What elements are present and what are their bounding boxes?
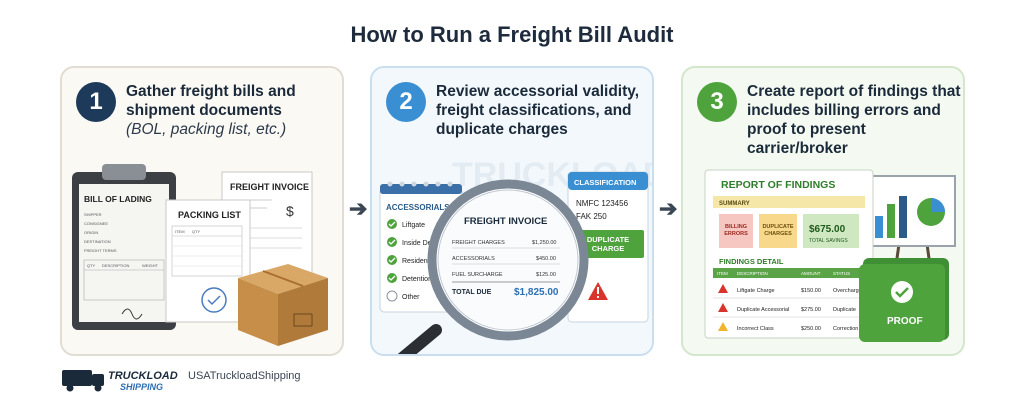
- warning-icon: [588, 282, 608, 300]
- finding-amount: $150.00: [801, 288, 821, 294]
- bol-field: SHIPPER: [84, 212, 102, 217]
- classification-card: CLASSIFICATION NMFC 123456 FAK 250 DUPLI…: [567, 171, 649, 323]
- findings-col: DESCRIPTION: [737, 271, 768, 276]
- check-icon: [387, 219, 397, 229]
- logo-text: TRUCKLOAD: [108, 370, 178, 382]
- total-due-amount: $1,825.00: [514, 287, 559, 298]
- finding-amount: $275.00: [801, 307, 821, 313]
- findings-col: AMOUNT: [801, 271, 821, 276]
- check-icon: [895, 287, 909, 298]
- step-2-card: 2 Review accessorial validity, freight c…: [370, 66, 654, 356]
- step-1-card: 1 Gather freight bills and shipment docu…: [60, 66, 344, 356]
- step-3-card: 3 Create report of findings that include…: [681, 66, 965, 356]
- packing-title: PACKING LIST: [178, 210, 241, 220]
- step-1-number: 1: [76, 82, 116, 122]
- total-savings-label: TOTAL SAVINGS: [809, 238, 848, 244]
- summary-label: SUMMARY: [719, 201, 750, 207]
- step-1-title: Gather freight bills and shipment docume…: [126, 83, 296, 119]
- proof-label: PROOF: [887, 316, 923, 327]
- billing-errors-box: BILLING ERRORS: [724, 224, 748, 237]
- finding-description: Incorrect Class: [737, 326, 774, 332]
- accessorial-item: Liftgate: [402, 222, 425, 229]
- stamp-icon: [201, 287, 227, 313]
- packing-list-doc: PACKING LIST ITEM QTY: [165, 199, 251, 323]
- step-3-text: Create report of findings that includes …: [747, 83, 961, 157]
- magnifying-glass-icon: [397, 179, 589, 354]
- finding-row: Incorrect Class $250.00 Correction: [718, 322, 858, 332]
- bol-field: DESTINATION: [84, 239, 111, 244]
- packing-col: QTY: [192, 229, 201, 234]
- invoice-line-label: FUEL SURCHARGE: [452, 272, 503, 278]
- finding-status: Overcharge: [833, 288, 862, 294]
- footer-site: USATruckloadShipping: [188, 370, 301, 382]
- arrow-right-icon: ➔: [659, 196, 678, 221]
- truckload-logo: TRUCKLOAD SHIPPING: [62, 370, 178, 392]
- proof-folder-icon: PROOF: [859, 258, 949, 342]
- bol-field: CONSIGNEE: [84, 221, 108, 226]
- signature-icon: [121, 308, 143, 320]
- step-1-subtext: (BOL, packing list, etc.): [126, 121, 287, 138]
- accessorial-item: Inside Delivery: [402, 240, 448, 247]
- accessorial-item: Other: [402, 294, 420, 301]
- cardboard-box-icon: [238, 264, 328, 346]
- finding-description: Duplicate Accessorial: [737, 307, 789, 313]
- report-illustration: REPORT OF FINDINGS SUMMARY BILLING ERROR…: [704, 169, 956, 342]
- finding-description: Liftgate Charge: [737, 288, 775, 294]
- report-of-findings-doc: REPORT OF FINDINGS SUMMARY BILLING ERROR…: [704, 169, 874, 339]
- step-3-number: 3: [697, 82, 737, 122]
- warning-icon: [718, 284, 728, 293]
- invoice-line-amount: $450.00: [536, 256, 556, 262]
- findings-col: ITEM: [717, 271, 728, 276]
- page-title: How to Run a Freight Bill Audit: [350, 22, 674, 47]
- warning-icon: [718, 322, 728, 331]
- bol-col: DESCRIPTION: [102, 263, 129, 268]
- invoice-line-label: FREIGHT CHARGES: [452, 240, 505, 246]
- bol-col: WEIGHT: [142, 263, 159, 268]
- finding-amount: $250.00: [801, 326, 821, 332]
- accessorial-item: Residential: [402, 258, 437, 265]
- report-title: REPORT OF FINDINGS: [721, 179, 835, 191]
- duplicate-charges-box: DUPLICATE CHARGES: [762, 224, 794, 237]
- invoice-title: FREIGHT INVOICE: [464, 216, 547, 227]
- unchecked-icon: [386, 290, 398, 302]
- finding-row: Duplicate Accessorial $275.00 Duplicate: [713, 303, 865, 318]
- documents-illustration: FREIGHT INVOICE $ BILL OF LADING SHIPPER…: [72, 164, 328, 346]
- bol-title: BILL OF LADING: [84, 194, 152, 204]
- accessorial-item: Detention: [402, 276, 432, 283]
- classification-title: CLASSIFICATION: [574, 178, 636, 187]
- clipboard-icon: BILL OF LADING SHIPPER CONSIGNEE ORIGIN …: [72, 164, 176, 330]
- finding-status: Duplicate: [833, 307, 856, 313]
- invoice-line-amount: $1,250.00: [532, 240, 556, 246]
- classification-line: FAK 250: [576, 212, 607, 221]
- packing-col: ITEM: [175, 229, 185, 234]
- bol-field: ORIGIN: [84, 230, 98, 235]
- check-icon: [387, 237, 397, 247]
- step-1-text: Gather freight bills and shipment docume…: [126, 82, 340, 139]
- classification-line: NMFC 123456: [576, 199, 629, 208]
- warning-icon: [718, 303, 728, 312]
- findings-col: STATUS: [833, 271, 850, 276]
- finding-status: Correction: [833, 326, 858, 332]
- freight-invoice-zoomed: FREIGHT INVOICE FREIGHT CHARGES $1,250.0…: [452, 216, 560, 298]
- findings-title: FINDINGS DETAIL: [719, 257, 784, 266]
- bol-field: FREIGHT TERMS: [84, 248, 117, 253]
- invoice-line-label: ACCESSORIALS: [452, 256, 495, 262]
- duplicate-charge-label: DUPLICATE CHARGE: [586, 235, 630, 253]
- step-2-text: Review accessorial validity, freight cla…: [436, 83, 640, 138]
- invoice-title: FREIGHT INVOICE: [230, 182, 309, 192]
- total-savings-amount: $675.00: [809, 224, 846, 235]
- arrow-right-icon: ➔: [349, 196, 368, 221]
- finding-row: Liftgate Charge $150.00 Overcharge: [713, 284, 865, 299]
- check-icon: [387, 255, 397, 265]
- step-2-number: 2: [386, 82, 426, 122]
- dollar-icon: $: [286, 203, 294, 219]
- check-icon: [387, 273, 397, 283]
- logo-subtext: SHIPPING: [120, 382, 163, 392]
- invoice-line-amount: $125.00: [536, 272, 556, 278]
- total-due-label: TOTAL DUE: [452, 289, 492, 296]
- review-illustration: TRUCKLOAD ACCESSORIALS Liftgate Inside D…: [379, 156, 652, 354]
- bol-col: QTY: [87, 263, 96, 268]
- accessorials-title: ACCESSORIALS: [386, 203, 450, 212]
